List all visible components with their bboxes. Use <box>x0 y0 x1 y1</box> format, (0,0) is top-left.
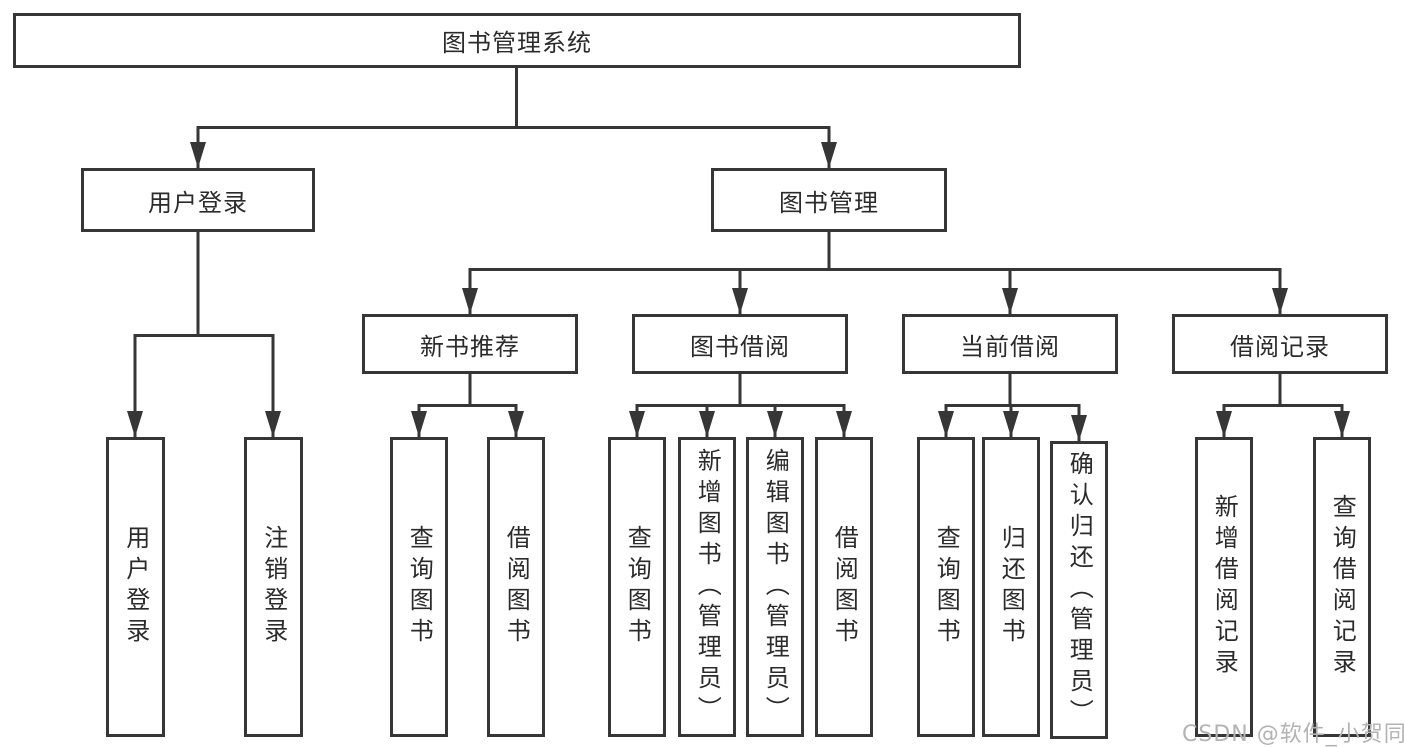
leaf-logout: 注销登录 <box>244 437 303 737</box>
leaf-current-confirm: 确认归还（管理员） <box>1050 441 1108 739</box>
leaf-newbooks-borrow: 借阅图书 <box>487 437 545 737</box>
connector-login <box>135 232 273 337</box>
connector-current-borrow <box>946 374 1079 407</box>
node-current-borrow: 当前借阅 <box>902 314 1118 374</box>
leaf-label: 查询图书 <box>405 525 434 649</box>
connector-book-borrow <box>637 374 844 407</box>
node-user-login: 用户登录 <box>81 168 315 232</box>
leaf-records-query: 查询借阅记录 <box>1313 437 1371 737</box>
connector-root <box>198 68 829 129</box>
node-book-borrow: 图书借阅 <box>632 314 848 374</box>
leaf-label: 用户登录 <box>121 525 150 649</box>
leaf-borrow-edit: 编辑图书（管理员） <box>746 437 804 737</box>
connector-new-books <box>419 374 516 407</box>
node-new-books: 新书推荐 <box>362 314 578 374</box>
leaf-records-add: 新增借阅记录 <box>1195 437 1253 737</box>
connector-borrow-records <box>1224 374 1342 407</box>
leaf-label: 编辑图书（管理员） <box>761 447 790 727</box>
leaf-label: 注销登录 <box>259 525 288 649</box>
node-book-mgmt: 图书管理 <box>711 168 947 232</box>
leaf-label: 查询图书 <box>932 525 961 649</box>
csdn-watermark: CSDN @软件_小贺同学 <box>1182 722 1405 747</box>
leaf-current-return: 归还图书 <box>982 437 1040 737</box>
leaf-user-login: 用户登录 <box>106 437 165 737</box>
leaf-label: 新增图书（管理员） <box>693 447 722 727</box>
leaf-borrow-query: 查询图书 <box>608 437 666 737</box>
leaf-label: 借阅图书 <box>830 525 859 649</box>
node-borrow-records: 借阅记录 <box>1172 314 1388 374</box>
leaf-borrow-add: 新增图书（管理员） <box>678 437 736 737</box>
leaf-label: 归还图书 <box>997 525 1026 649</box>
leaf-current-query: 查询图书 <box>917 437 975 737</box>
leaf-label: 新增借阅记录 <box>1210 494 1239 680</box>
node-root: 图书管理系统 <box>13 13 1021 68</box>
leaf-newbooks-query: 查询图书 <box>390 437 448 737</box>
leaf-label: 查询图书 <box>623 525 652 649</box>
leaf-label: 借阅图书 <box>502 525 531 649</box>
leaf-label: 查询借阅记录 <box>1328 494 1357 680</box>
connector-book-mgmt <box>470 232 1280 271</box>
leaf-borrow-borrow: 借阅图书 <box>815 437 873 737</box>
leaf-label: 确认归还（管理员） <box>1065 450 1094 730</box>
